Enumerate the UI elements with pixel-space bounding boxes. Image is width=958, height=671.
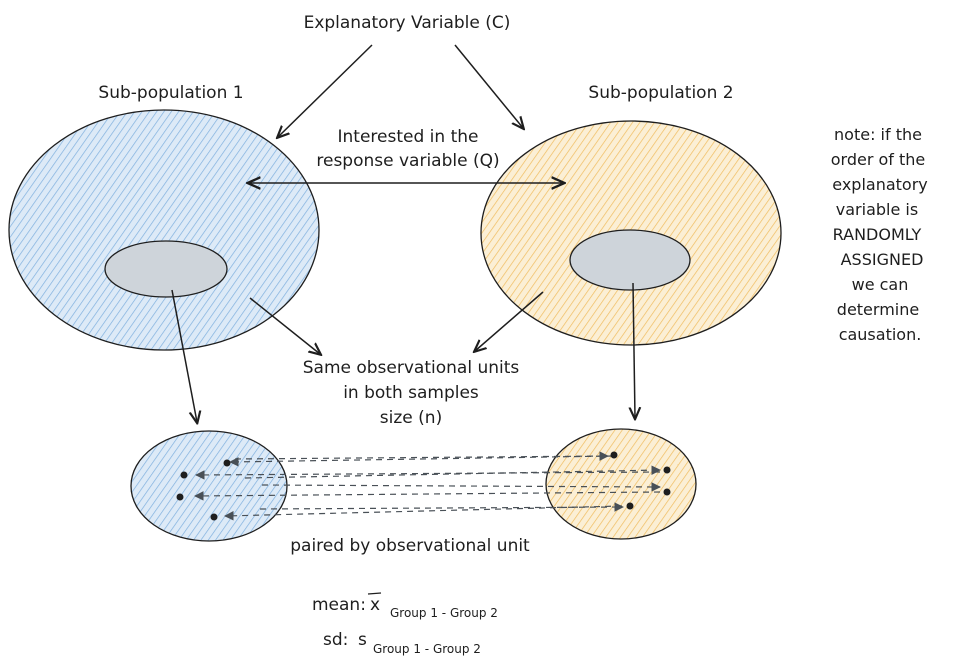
pair-arrow-right-3 <box>244 465 661 479</box>
unit-dot <box>610 451 618 459</box>
response-text-line-2: response variable (Q) <box>316 151 499 171</box>
note-line-1: note: if the <box>834 125 922 144</box>
unit-dot <box>176 493 184 501</box>
units-text-line-3: size (n) <box>380 408 442 428</box>
arrow-from-sub-population-1-to-units <box>249 297 320 354</box>
pair-arrow-right-2 <box>261 482 661 492</box>
pair-arrow-left-2 <box>195 470 661 480</box>
note-line-3: explanatory <box>832 175 928 194</box>
mean-subscript: Group 1 - Group 2 <box>390 606 498 620</box>
arrow-to-sub-population-1 <box>278 44 373 137</box>
note-line-9: causation. <box>839 325 922 344</box>
sd-symbol: s <box>358 630 367 650</box>
explanatory-variable-label: Explanatory Variable (C) <box>304 13 511 33</box>
sample-2-units <box>545 428 697 540</box>
x-bar-overline <box>367 592 382 595</box>
sd-subscript: Group 1 - Group 2 <box>373 642 481 656</box>
arrow-to-sub-population-2 <box>454 44 523 128</box>
pair-arrow-left-1 <box>229 455 614 467</box>
unit-dot <box>223 459 231 467</box>
response-text-line-1: Interested in the <box>338 127 479 147</box>
note-line-4: variable is <box>836 200 918 219</box>
sample-2 <box>569 229 691 291</box>
arrow-sample-1-down <box>171 289 197 422</box>
arrow-from-sub-population-2-to-units <box>475 291 544 351</box>
unit-dot <box>626 502 634 510</box>
unit-dot <box>663 466 671 474</box>
sample-1 <box>104 240 228 298</box>
pair-arrow-left-4 <box>224 505 623 521</box>
sub-population-1-label: Sub-population 1 <box>98 83 243 103</box>
sub-population-2-label: Sub-population 2 <box>588 83 733 103</box>
mean-label: mean: <box>312 595 366 615</box>
units-text-line-1: Same observational units <box>303 358 520 378</box>
units-text-line-2: in both samples <box>343 383 479 403</box>
pair-arrow-left-3 <box>194 491 661 501</box>
note-line-2: order of the <box>831 150 926 169</box>
unit-dot <box>180 471 188 479</box>
note-line-7: we can <box>852 275 909 294</box>
sample-1-units <box>130 430 288 542</box>
paired-by-unit-label: paired by observational unit <box>290 536 530 556</box>
unit-dot <box>210 513 218 521</box>
note-line-8: determine <box>837 300 919 319</box>
unit-dot <box>663 488 671 496</box>
arrow-sample-2-down <box>633 282 635 418</box>
sd-label: sd: <box>323 630 348 650</box>
note-line-6: ASSIGNED <box>841 250 924 269</box>
mean-symbol: x <box>370 595 380 615</box>
note-line-5: RANDOMLY <box>833 225 922 244</box>
sub-population-1 <box>8 109 320 351</box>
